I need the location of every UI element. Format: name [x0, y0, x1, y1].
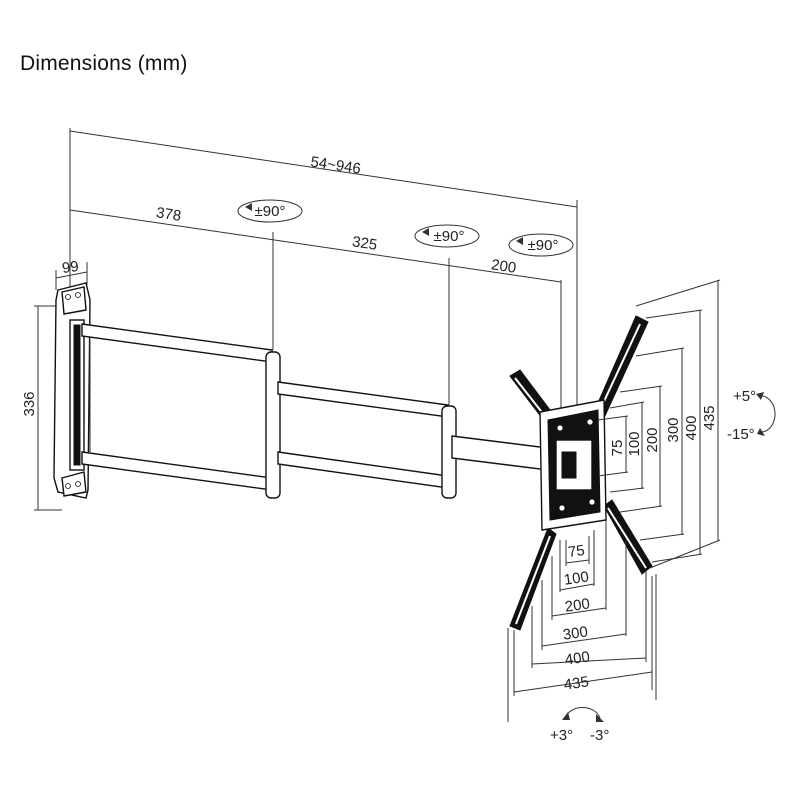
dim-label-99: 99 [61, 258, 80, 277]
rotation-arrow-icon [237, 199, 303, 223]
swivel-label-1: ±90° [255, 203, 286, 220]
dim-line-h300 [541, 633, 627, 647]
ext [619, 505, 663, 513]
level-marker [562, 706, 604, 722]
rotation-arrow-icon [414, 224, 480, 248]
screw-hole-icon [65, 483, 71, 489]
arm-2-top-bar [277, 381, 449, 418]
screw-hole-icon [588, 498, 596, 506]
screw-hole-icon [75, 292, 81, 298]
level-label-plus: +3° [550, 727, 573, 744]
screw-hole-icon [556, 424, 564, 432]
dim-line-h400 [531, 657, 647, 665]
dim-label-arm-2: 325 [351, 233, 378, 254]
dim-line-h75 [565, 559, 590, 564]
vesa-arm-lower-right [603, 499, 653, 575]
dim-line-total [69, 130, 578, 208]
dim-label-h435: 435 [563, 673, 590, 693]
dim-line-h435 [513, 671, 653, 693]
ext [635, 279, 721, 307]
dim-label-v100: 100 [626, 431, 643, 456]
screw-hole-icon [65, 294, 71, 300]
dim-label-arm-1: 378 [155, 204, 182, 225]
dim-label-v435: 435 [701, 405, 718, 430]
wall-plate-bottom-tab [61, 471, 87, 497]
vesa-slot [599, 323, 641, 411]
arm-1 [81, 323, 281, 499]
arm-1-bottom-bar [81, 451, 273, 491]
ext [649, 539, 721, 569]
dim-label-h400: 400 [564, 648, 591, 668]
ext [645, 309, 703, 319]
swivel-marker-3: ±90° [508, 233, 574, 257]
tilt-arrow-icon [759, 395, 776, 433]
vesa-horizontal-dimensions [507, 520, 657, 722]
dim-label-336: 336 [21, 391, 38, 416]
ext [609, 487, 645, 493]
arrow-head-icon [245, 203, 252, 211]
arm-3 [451, 435, 549, 471]
level-arrow-icon [565, 706, 601, 719]
dim-label-v200: 200 [644, 427, 661, 452]
wall-plate-top-tab [61, 286, 87, 315]
tilt-label-up: +5° [733, 388, 756, 405]
ext [619, 385, 663, 393]
rotation-arrow-icon [508, 233, 574, 257]
arm-2-bottom-bar [277, 451, 449, 489]
arrow-head-icon [757, 428, 765, 436]
joint-1 [265, 351, 281, 499]
swivel-label-2: ±90° [434, 228, 465, 245]
dim-label-v400: 400 [683, 415, 700, 440]
dim-line-h100 [559, 583, 595, 591]
vesa-vertical-dimensions [597, 279, 721, 569]
dim-line-h200 [551, 607, 607, 617]
tilt-marker [756, 392, 776, 436]
screw-hole-icon [558, 504, 566, 512]
ext [597, 471, 629, 477]
swivel-label-3: ±90° [528, 237, 559, 254]
ext [635, 347, 685, 357]
dim-label-h300: 300 [562, 623, 589, 643]
ext [609, 401, 645, 409]
swivel-marker-2: ±90° [414, 224, 480, 248]
diagram-title: Dimensions (mm) [20, 52, 188, 75]
arrow-head-icon [596, 714, 604, 722]
vesa-center-lock [561, 451, 577, 479]
ext [597, 415, 629, 421]
top-dimension-lines [69, 128, 578, 410]
level-label-minus: -3° [590, 727, 609, 744]
arm-1-top-bar [81, 323, 273, 363]
swivel-marker-1: ±90° [237, 199, 303, 223]
tilt-label-down: -15° [727, 426, 755, 443]
wall-plate-post-inner [73, 324, 81, 466]
vesa-slot [515, 535, 551, 625]
screw-hole-icon [75, 481, 81, 487]
screw-hole-icon [586, 418, 594, 426]
dim-label-h200: 200 [564, 595, 591, 615]
dim-line-arms [69, 209, 562, 283]
vesa-plate [509, 315, 653, 631]
dim-label-total: 54~946 [309, 153, 361, 177]
arrow-head-icon [562, 712, 570, 720]
ext [651, 553, 703, 563]
arm-3-bar [451, 435, 549, 471]
dim-label-h75: 75 [567, 542, 586, 561]
dim-label-v300: 300 [665, 417, 682, 442]
arrow-head-icon [422, 228, 429, 236]
ext [639, 533, 685, 541]
arrow-head-icon [756, 392, 764, 400]
arm-2 [277, 381, 457, 499]
arrow-head-icon [516, 237, 523, 245]
dim-line-99 [55, 271, 88, 279]
dim-label-h100: 100 [563, 568, 590, 588]
dim-label-arm-3: 200 [490, 256, 517, 277]
dim-label-v75: 75 [609, 440, 626, 457]
wall-plate [53, 282, 91, 499]
vesa-slot [607, 507, 647, 569]
